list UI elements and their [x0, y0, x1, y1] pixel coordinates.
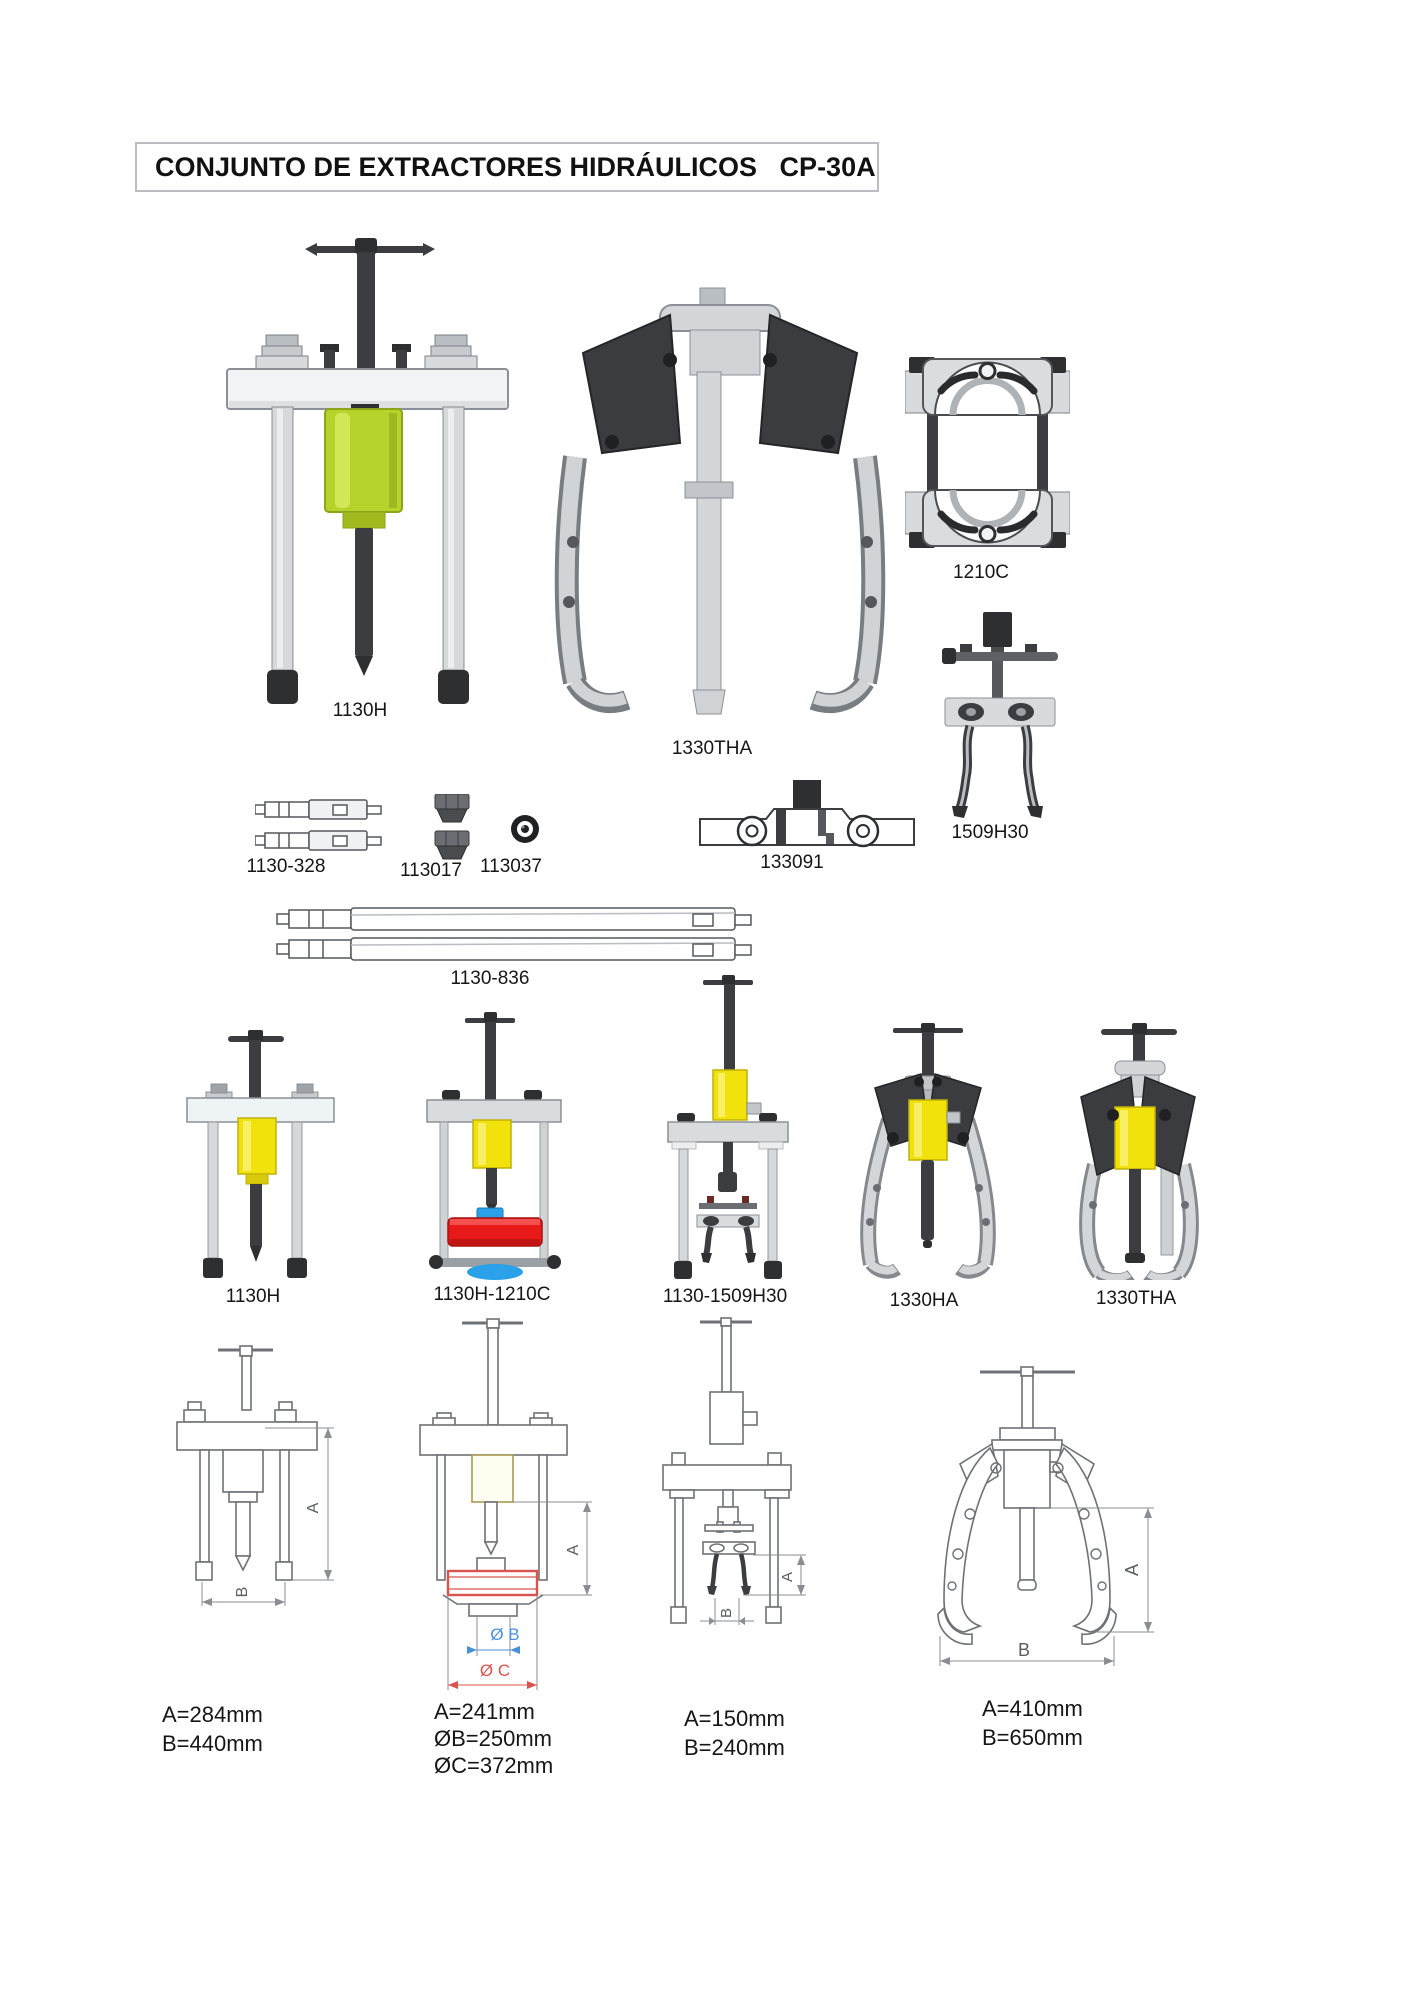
- figure-1210c-photo: [905, 355, 1070, 550]
- dim-letter-b: Ø B: [490, 1625, 519, 1644]
- dims-text-1330tha: A=410mm B=650mm: [982, 1694, 1083, 1752]
- dim-line: B=650mm: [982, 1725, 1083, 1750]
- combo-1130-1509h30-illustration: [667, 975, 789, 1279]
- figure-1130-836-photo: [275, 906, 755, 962]
- figure-combo-1330tha: [1043, 1015, 1233, 1280]
- combo-label-1330ha: 1330HA: [889, 1290, 959, 1311]
- dims-text-1130h-1210c: A=241mm ØB=250mm ØC=372mm: [434, 1698, 553, 1779]
- beam-133091-illustration: [699, 780, 915, 848]
- page-title: CONJUNTO DE EXTRACTORES HIDRÁULICOS CP-3…: [155, 151, 876, 182]
- dim-letter-a: A: [779, 1572, 796, 1582]
- figure-113017-photo: [431, 794, 475, 860]
- combo-1130h-illustration: [186, 1030, 335, 1278]
- dims-text-1130-1509h30: A=150mm B=240mm: [684, 1704, 785, 1762]
- figure-113037-photo: [509, 813, 541, 845]
- dim-line: A=284mm: [162, 1702, 263, 1727]
- figure-drawing-1130h: A B: [140, 1344, 345, 1612]
- dim-letter-a: A: [305, 1502, 322, 1513]
- drawing-1130-1509h30-dims: A B: [662, 1317, 806, 1625]
- figure-drawing-1330tha: A B: [936, 1364, 1166, 1679]
- dim-letter-a: A: [565, 1544, 582, 1555]
- dim-letter-b: B: [718, 1608, 735, 1618]
- rods-1130-836-illustration: [276, 907, 752, 961]
- product-label-1210c: 1210C: [953, 562, 1009, 583]
- drawing-1130h-1210c-dims: A Ø B Ø C: [419, 1318, 592, 1690]
- drawing-1130h-dims: A B: [176, 1345, 334, 1606]
- figure-combo-1330ha: [833, 1020, 1023, 1282]
- figure-combo-1130h-1210c: [420, 1002, 570, 1287]
- collets-113017-illustration: [434, 794, 470, 860]
- product-label-113037: 113037: [480, 856, 542, 877]
- combo-label-1130h-1210c: 1130H-1210C: [433, 1284, 551, 1305]
- dim-line: A=410mm: [982, 1696, 1083, 1721]
- figure-133091-photo: [698, 777, 918, 849]
- product-label-113017: 113017: [400, 860, 462, 881]
- dim-letter-a: A: [1122, 1564, 1142, 1576]
- combo-label-1330tha: 1330THA: [1095, 1288, 1177, 1309]
- product-label-1130-328: 1130-328: [246, 856, 326, 877]
- product-label-1330tha-top: 1330THA: [671, 738, 753, 759]
- figure-1130-328-photo: [255, 797, 387, 853]
- drawing-1330tha-dims: A B: [937, 1366, 1154, 1666]
- figure-1130h-photo: [185, 232, 515, 710]
- dims-text-1130h: A=284mm B=440mm: [162, 1700, 263, 1758]
- dim-letter-b: B: [234, 1587, 251, 1598]
- figure-combo-1130h: [178, 1012, 348, 1280]
- combo-1330tha-illustration: [1079, 1023, 1199, 1280]
- combo-1130h-1210c-illustration: [426, 1012, 562, 1280]
- figure-1509h30-photo: [940, 608, 1065, 820]
- dim-line: B=240mm: [684, 1735, 785, 1760]
- puller-1130h-illustration: [226, 238, 509, 704]
- dim-letter-b: B: [1018, 1640, 1030, 1660]
- dim-line: ØB=250mm: [434, 1726, 552, 1751]
- figure-drawing-1130h-1210c: A Ø B Ø C: [415, 1318, 600, 1703]
- figure-drawing-1130-1509h30: A B: [662, 1316, 832, 1631]
- figure-combo-1130-1509h30: [655, 975, 800, 1297]
- combo-label-1130h: 1130H: [225, 1286, 281, 1307]
- product-label-1509h30: 1509H30: [951, 822, 1029, 843]
- figure-1330tha-photo: [545, 242, 895, 727]
- separator-1210c-illustration: [905, 357, 1070, 548]
- combo-label-1130-1509h30: 1130-1509H30: [662, 1286, 788, 1307]
- title-box: CONJUNTO DE EXTRACTORES HIDRÁULICOS CP-3…: [135, 142, 879, 192]
- dim-line: A=150mm: [684, 1706, 785, 1731]
- dim-line: ØC=372mm: [434, 1753, 554, 1778]
- combo-1330ha-illustration: [860, 1023, 996, 1279]
- product-label-1130h-top: 1130H: [332, 700, 388, 721]
- puller-1509h30-illustration: [942, 612, 1058, 818]
- product-label-1130-836: 1130-836: [450, 968, 530, 989]
- dim-line: B=440mm: [162, 1731, 263, 1756]
- product-label-133091: 133091: [760, 852, 824, 873]
- puller-1330tha-illustration: [554, 287, 886, 715]
- dim-line: A=241mm: [434, 1699, 535, 1724]
- washer-113037-illustration: [511, 815, 539, 843]
- dim-letter-c: Ø C: [480, 1661, 510, 1680]
- rods-1130-328-illustration: [255, 799, 382, 851]
